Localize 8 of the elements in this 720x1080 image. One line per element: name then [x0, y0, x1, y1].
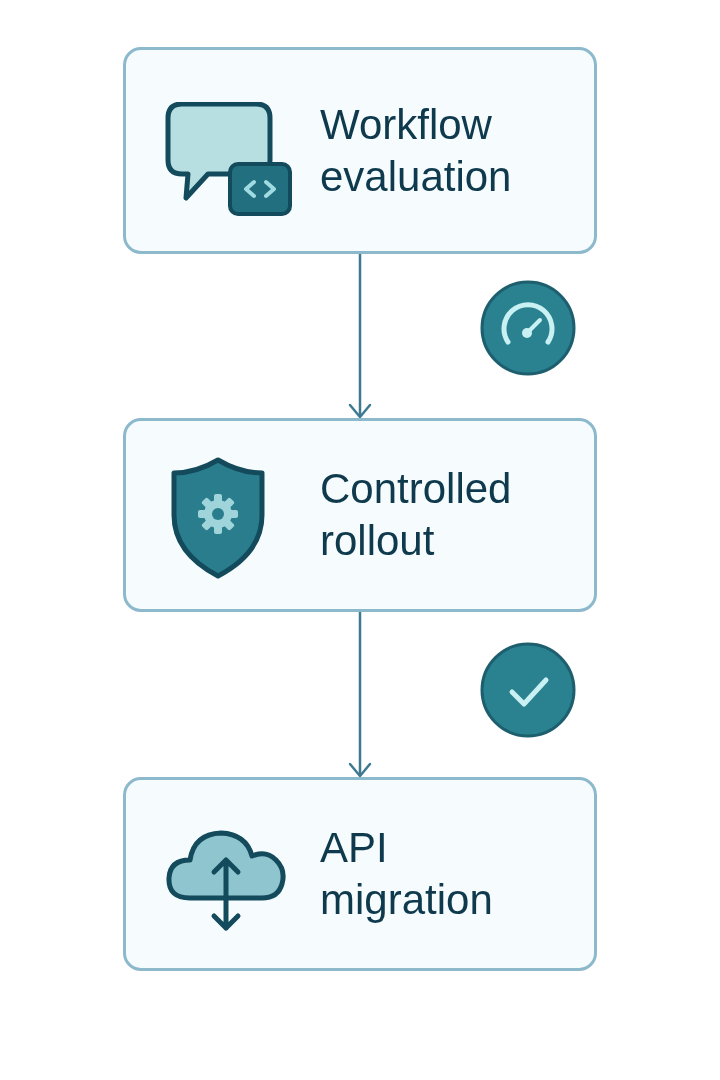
process-box — [123, 777, 597, 971]
arrow — [348, 612, 372, 778]
step-title: Controlled rollout — [320, 464, 513, 566]
process-box — [123, 418, 597, 612]
process-box — [123, 47, 597, 254]
step-title: API migration — [320, 823, 494, 925]
arrow — [348, 254, 372, 419]
step-title: Workflow evaluation — [320, 99, 513, 202]
